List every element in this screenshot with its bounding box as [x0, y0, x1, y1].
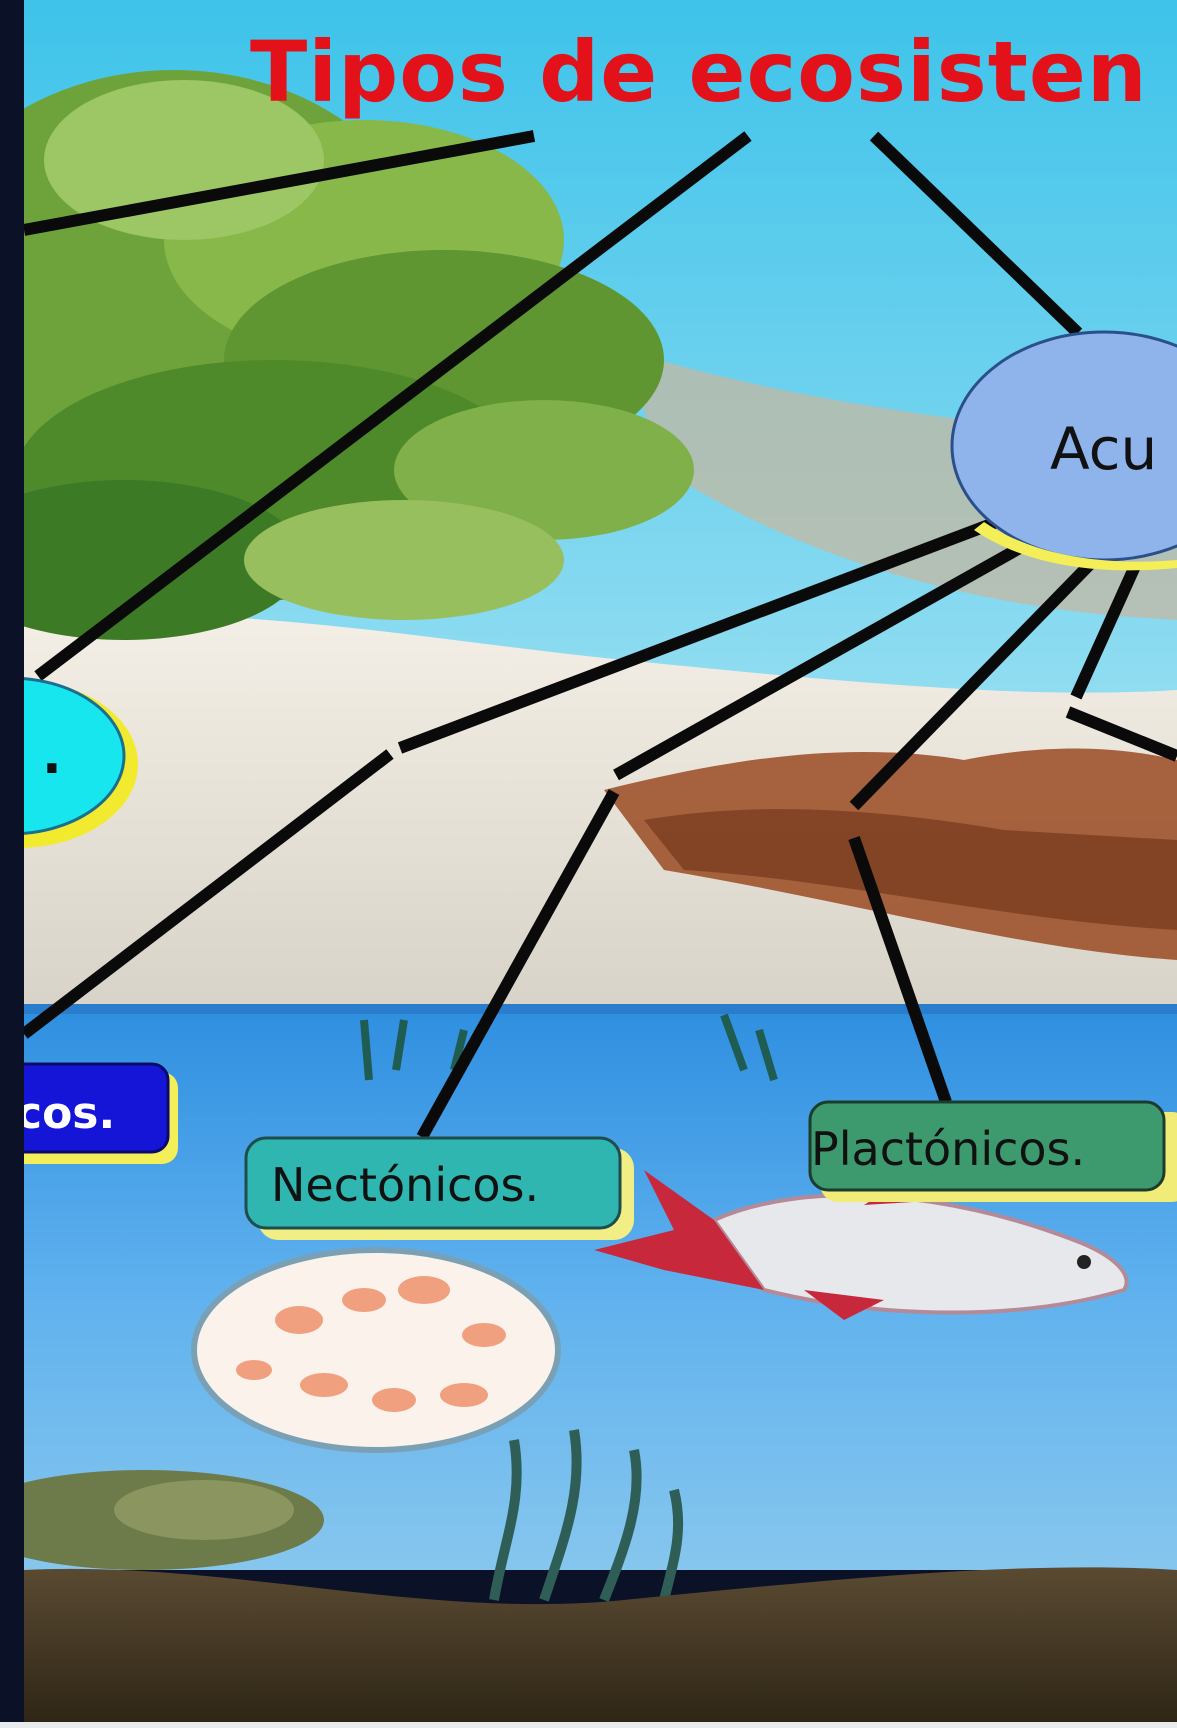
water-surface-line [24, 1004, 1177, 1014]
diagram-title: Tipos de ecosisten [250, 30, 1148, 114]
left-frame-border [0, 0, 24, 1728]
concept-map-stage: Tipos de ecosisten Acu . cos. Nectónicos… [24, 0, 1177, 1722]
plankton-illustration [194, 1250, 558, 1450]
riverbed [24, 1567, 1177, 1722]
bottom-frame-border [0, 1722, 1177, 1728]
terrestre-label: . [42, 730, 62, 782]
bentonicos-label: cos. [24, 1092, 115, 1136]
ecosystem-illustration [24, 0, 1177, 1722]
nectonicos-label: Nectónicos. [271, 1162, 539, 1208]
acuaticos-label: Acu [1050, 420, 1157, 478]
plactonicos-label: Plactónicos. [811, 1126, 1085, 1172]
